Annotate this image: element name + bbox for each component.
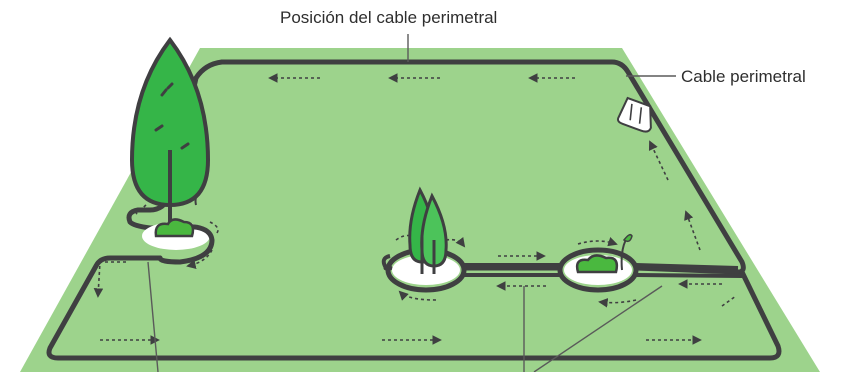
leader-corridor-b bbox=[533, 285, 663, 373]
charging-station-icon bbox=[616, 96, 652, 133]
direction-arrows bbox=[93, 73, 737, 345]
dashed-arrow-icon bbox=[395, 234, 413, 241]
tree-icon bbox=[129, 36, 211, 228]
island-loop-bush bbox=[557, 247, 639, 293]
dashed-arrow-icon bbox=[93, 261, 126, 298]
dashed-arrow-icon bbox=[721, 295, 737, 307]
perimeter-cable-label: Cable perimetral bbox=[681, 67, 806, 86]
leader-left-bottom bbox=[147, 261, 159, 373]
dashed-arrow-icon bbox=[598, 298, 637, 308]
corridor-wire-right-lower bbox=[635, 273, 743, 278]
dashed-arrow-icon bbox=[209, 221, 219, 235]
dashed-arrow-icon bbox=[684, 210, 701, 251]
dashed-arrow-icon bbox=[648, 140, 669, 181]
tree-cable-loop bbox=[157, 224, 215, 265]
dashed-arrow-icon bbox=[135, 204, 147, 215]
perimeter-cable-outer bbox=[46, 59, 782, 361]
leader-lines bbox=[147, 34, 676, 373]
twin-trees-icon bbox=[408, 186, 448, 274]
bush-right-icon bbox=[575, 233, 633, 274]
corridor-wire-right-upper bbox=[635, 263, 739, 270]
perimeter-position-label: Posición del cable perimetral bbox=[280, 8, 498, 27]
corridor-wire-left-link bbox=[381, 254, 391, 270]
bush-icon bbox=[154, 218, 195, 238]
dashed-arrow-icon bbox=[577, 237, 618, 247]
dashed-arrow-icon bbox=[186, 249, 213, 270]
dashed-arrow-icon bbox=[445, 236, 466, 248]
